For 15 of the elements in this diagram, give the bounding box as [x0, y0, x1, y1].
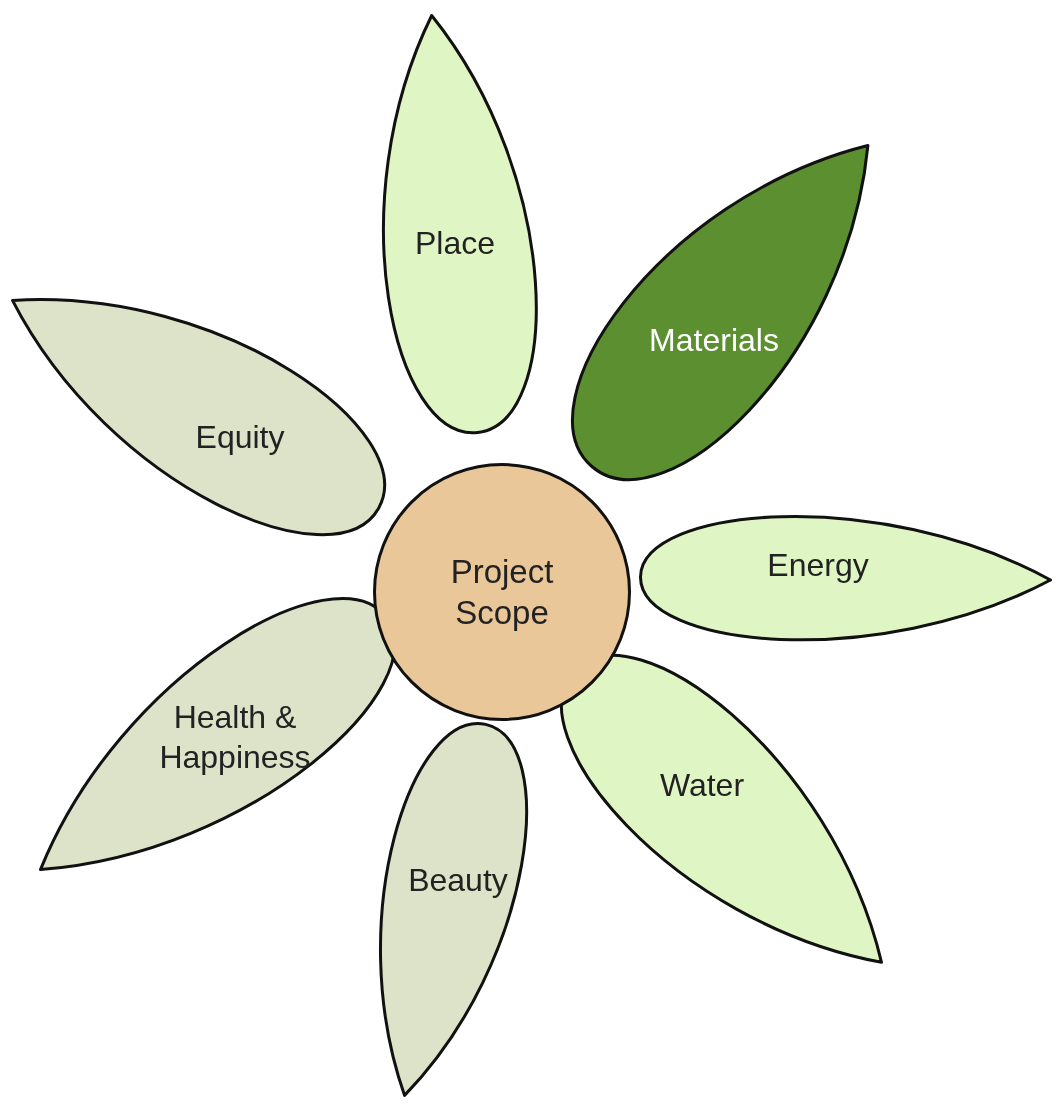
petal — [379, 721, 529, 1097]
petal-label: Energy — [766, 546, 870, 585]
petal — [560, 653, 884, 964]
petal-label: Beauty — [407, 861, 509, 900]
petal — [571, 143, 870, 481]
petal-label: Health & Happiness — [158, 698, 312, 777]
petal — [638, 515, 1052, 642]
petal — [382, 13, 539, 434]
petal-label: Equity — [194, 418, 286, 457]
petal-label: Place — [413, 224, 496, 263]
petal — [38, 597, 396, 872]
circle-label: Project Scope — [449, 551, 555, 633]
petal-label: Water — [658, 766, 746, 805]
petal — [10, 297, 386, 536]
petal-label: Materials — [648, 321, 780, 360]
